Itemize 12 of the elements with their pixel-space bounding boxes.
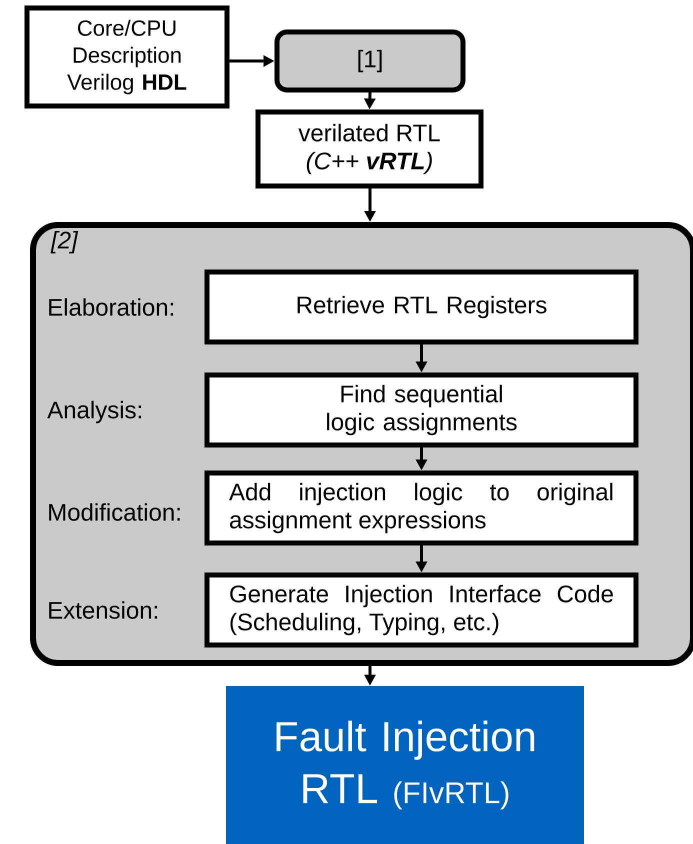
step-label: Modification: — [49, 503, 180, 521]
process-box: verilated RTL (C++ vRTL) — [256, 110, 484, 188]
step-label: Extension: — [49, 601, 158, 619]
step-label: Analysis: — [47, 400, 142, 424]
output-box: Fault Injection RTL (FIvRTL) — [226, 686, 584, 844]
process-box: Find sequential logic assignments — [204, 372, 638, 448]
process-box: Core/CPU Description Verilog HDL — [24, 6, 230, 108]
process-box: Add injection logic to original assignment expressions — [204, 470, 638, 546]
process-box: Retrieve RTL Registers — [204, 270, 638, 344]
step-label: Elaboration: — [49, 298, 174, 316]
process-box: Generate Injection Interface Code (Scheduling, Typing, etc.) — [204, 572, 638, 648]
process-box: [1] — [274, 30, 466, 92]
